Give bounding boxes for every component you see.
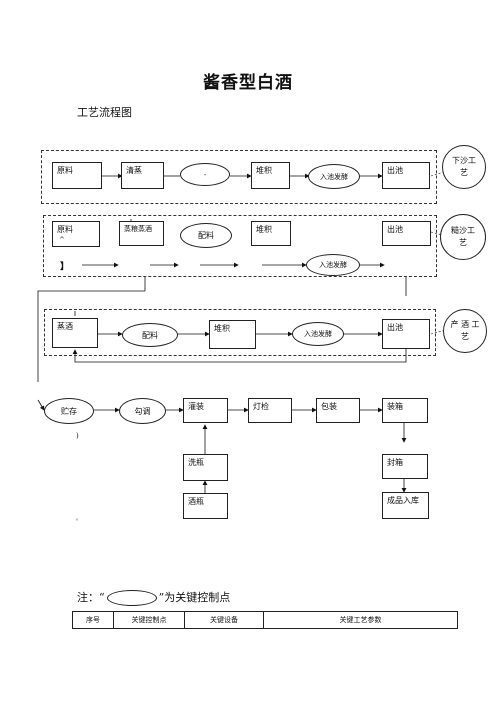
warehouse-box: 成品入库 bbox=[382, 492, 429, 519]
clear-steam-box: 清蒸 bbox=[121, 162, 164, 189]
page-title: 酱香型白酒 bbox=[203, 73, 293, 93]
stray-mark-2: ' bbox=[76, 518, 78, 526]
mix-oval: 配料 bbox=[180, 223, 232, 248]
caosha-process-circle: 糙沙工艺 bbox=[440, 214, 486, 260]
note-suffix: ”为关键控制点 bbox=[158, 591, 231, 604]
key-point-note: 注：“ ”为关键控制点 bbox=[77, 589, 230, 606]
out-pit-box-3: 出池 bbox=[382, 319, 430, 349]
ferment-oval: 入池发酵 bbox=[308, 164, 360, 189]
pile-box-3: 堆积 bbox=[209, 320, 256, 349]
out-pit-box-2: 出池 bbox=[382, 221, 431, 246]
group-frame-chanjiu bbox=[44, 309, 436, 356]
group-frame-caosha bbox=[43, 215, 437, 277]
raw-mark: ^ bbox=[59, 236, 65, 244]
raw-material-box: 原料 bbox=[52, 162, 102, 189]
table-header-row: 序号 关键控制点 关键设备 关键工艺参数 bbox=[72, 611, 458, 629]
group-frame-xiasha bbox=[41, 150, 437, 204]
fill-box: 灌装 bbox=[183, 398, 228, 423]
seal-case-box: 封箱 bbox=[382, 454, 428, 479]
note-oval-icon bbox=[106, 590, 157, 606]
col-header-parameters: 关键工艺参数 bbox=[263, 611, 458, 629]
ferment-oval-2: 入池发酵 bbox=[306, 254, 360, 276]
light-inspect-box: 灯检 bbox=[248, 398, 292, 423]
diagram-subtitle: 工艺流程图 bbox=[77, 106, 132, 119]
package-box: 包装 bbox=[316, 398, 360, 423]
bracket-mark: 】 bbox=[60, 262, 70, 272]
col-header-index: 序号 bbox=[72, 611, 114, 629]
steam-grain-box: 蒸粮蒸酒 bbox=[119, 221, 164, 246]
stray-mark-1: ) bbox=[76, 432, 79, 440]
raw-material-box-2: 原料 bbox=[52, 221, 100, 247]
pile-box: 堆积 bbox=[251, 162, 290, 189]
blend-oval: 勾调 bbox=[119, 398, 166, 424]
note-prefix: 注：“ bbox=[77, 591, 105, 604]
wash-bottle-box: 洗瓶 bbox=[183, 454, 228, 481]
key-point-oval-unlabeled: - bbox=[180, 163, 230, 186]
pile-box-2: 堆积 bbox=[251, 221, 291, 246]
xiasha-process-circle: 下沙工艺 bbox=[442, 145, 486, 189]
ferment-oval-3: 入池发酵 bbox=[292, 322, 344, 346]
col-header-equipment: 关键设备 bbox=[184, 611, 264, 629]
col-header-control-point: 关键控制点 bbox=[113, 611, 185, 629]
liquor-bottle-box: 酒瓶 bbox=[183, 493, 228, 519]
chanjiu-process-circle: 产 酒 工艺 bbox=[443, 309, 487, 353]
case-box: 装箱 bbox=[382, 398, 428, 423]
storage-oval: 贮存 bbox=[44, 398, 94, 424]
key-parameter-table: 序号 关键控制点 关键设备 关键工艺参数 bbox=[72, 611, 458, 629]
mix-oval-3: 配料 bbox=[122, 323, 178, 347]
steam-liquor-box: 蒸酒 bbox=[52, 318, 98, 348]
out-pit-box: 出池 bbox=[382, 162, 430, 189]
